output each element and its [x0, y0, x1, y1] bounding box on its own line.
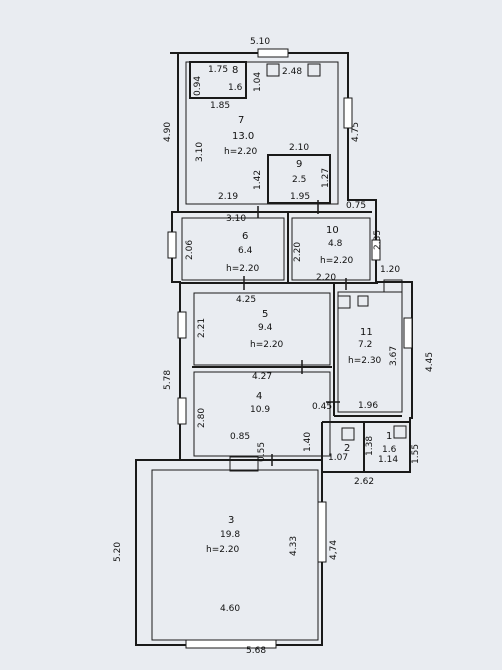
room-5-width: 4.25 — [236, 295, 257, 305]
room-11-inner — [337, 291, 403, 413]
room-11-number: 11 — [360, 327, 373, 338]
room-1-area: 1.6 — [382, 445, 397, 455]
room-6-height: 2.06 — [185, 239, 195, 260]
room-7-number: 7 — [238, 115, 245, 126]
room-4-inner — [193, 371, 331, 457]
room-5-height: 2.21 — [197, 317, 207, 338]
room-5-area: 9.4 — [258, 323, 273, 333]
room-6-number: 6 — [242, 231, 249, 242]
room-8-width: 1.75 — [208, 65, 229, 75]
dim-width-top: 5.10 — [250, 37, 271, 47]
boiler-icon — [383, 279, 403, 293]
dim-height-right-mid: 4.45 — [425, 351, 435, 372]
room-6-ceiling: h=2.20 — [226, 264, 260, 274]
room-3-width: 4.60 — [220, 604, 241, 614]
room-6-area: 6.4 — [238, 246, 253, 256]
room-9-extra: 2.19 — [218, 192, 239, 202]
room-11-extra: 1.20 — [380, 265, 401, 275]
room-7-inner — [185, 61, 339, 205]
room-1-width: 1.14 — [378, 455, 399, 465]
room-4-extra: 0.45 — [312, 402, 333, 412]
room-8-height: 0.94 — [193, 75, 203, 96]
stove-icon — [266, 63, 280, 77]
room-9-h: 1.42 — [253, 169, 263, 190]
window-right-10 — [371, 239, 381, 261]
room-4-area: 10.9 — [250, 405, 271, 415]
room-6-inner — [181, 217, 285, 281]
room-2-extra: 0.55 — [257, 441, 267, 462]
dim-height-left-lower: 5.20 — [113, 541, 123, 562]
room-4-width: 4.27 — [252, 372, 273, 382]
room-5-number: 5 — [262, 309, 269, 320]
room-8-number: 8 — [232, 65, 239, 76]
dim-height-left-mid: 5.78 — [163, 369, 173, 390]
window-left-4 — [177, 397, 187, 425]
room-2-area: 1.07 — [328, 453, 349, 463]
room-3-height: 4.33 — [289, 535, 299, 556]
heater-icon — [229, 456, 259, 472]
window-right-7 — [343, 97, 353, 129]
room-7-area: 13.0 — [232, 131, 255, 142]
window-bottom-3 — [185, 639, 277, 649]
room-10-number: 10 — [326, 225, 339, 236]
room-11-height: 3.67 — [389, 345, 399, 366]
room-9-h2: 1.27 — [321, 167, 331, 188]
room-10-h2: 2.35 — [373, 229, 383, 250]
room-9-area: 2.5 — [292, 175, 307, 185]
room-7-height: 3.10 — [195, 141, 205, 162]
room-3-extra: 4,74 — [329, 539, 339, 560]
room-11-width: 1.96 — [358, 401, 379, 411]
room-11-ceiling: h=2.30 — [348, 356, 382, 366]
dim-height-left-upper: 4.90 — [163, 121, 173, 142]
stove-11-icon — [337, 295, 351, 309]
window-right-3 — [317, 501, 327, 563]
room-10-area: 4.8 — [328, 239, 343, 249]
room-2-height: 1.40 — [303, 431, 313, 452]
room-9-width: 2.10 — [289, 143, 310, 153]
room-2-extra2: 0.85 — [230, 432, 251, 442]
room-7-ceiling: h=2.20 — [224, 147, 258, 157]
room-6-width: 3.10 — [226, 214, 247, 224]
room-7-extra: 2.48 — [282, 67, 303, 77]
dim-width-lower-right: 2.62 — [354, 477, 375, 487]
room-3-ceiling: h=2.20 — [206, 545, 240, 555]
room-3-area: 19.8 — [220, 530, 241, 540]
window-top — [257, 48, 289, 58]
room-10-width: 2.20 — [316, 273, 337, 283]
room-5-ceiling: h=2.20 — [250, 340, 284, 350]
room-10-inner — [291, 217, 371, 281]
room-1-number: 1 — [386, 431, 393, 442]
toilet-icon — [341, 427, 355, 441]
dim-width-bottom: 5.68 — [246, 646, 267, 656]
room-7-width: 1.85 — [210, 101, 231, 111]
dim-height-lower-right: 1.55 — [411, 443, 421, 464]
sink-11-icon — [357, 295, 369, 307]
room-2-number: 2 — [344, 443, 351, 454]
room-9-number: 9 — [296, 159, 303, 170]
window-left-6 — [167, 231, 177, 259]
room-7-h2: 1.04 — [253, 71, 263, 92]
window-left-5 — [177, 311, 187, 339]
room-9-outline — [267, 154, 331, 204]
room-8-area: 1.6 — [228, 83, 243, 93]
room-3-number: 3 — [228, 515, 235, 526]
room-4-number: 4 — [256, 391, 263, 402]
shower-icon — [393, 425, 407, 439]
room-10-ceiling: h=2.20 — [320, 256, 354, 266]
dim-height-right-upper: 4.75 — [351, 121, 361, 142]
sink-icon — [307, 63, 321, 77]
room-10-height: 2.20 — [293, 241, 303, 262]
room-1-height: 1.38 — [365, 435, 375, 456]
room-5-inner — [193, 292, 331, 366]
room-9-width2: 1.95 — [290, 192, 311, 202]
window-right-11 — [403, 317, 413, 349]
room-4-height: 2.80 — [197, 407, 207, 428]
room-11-area: 7.2 — [358, 340, 373, 350]
room-10-extra: 0.75 — [346, 201, 367, 211]
